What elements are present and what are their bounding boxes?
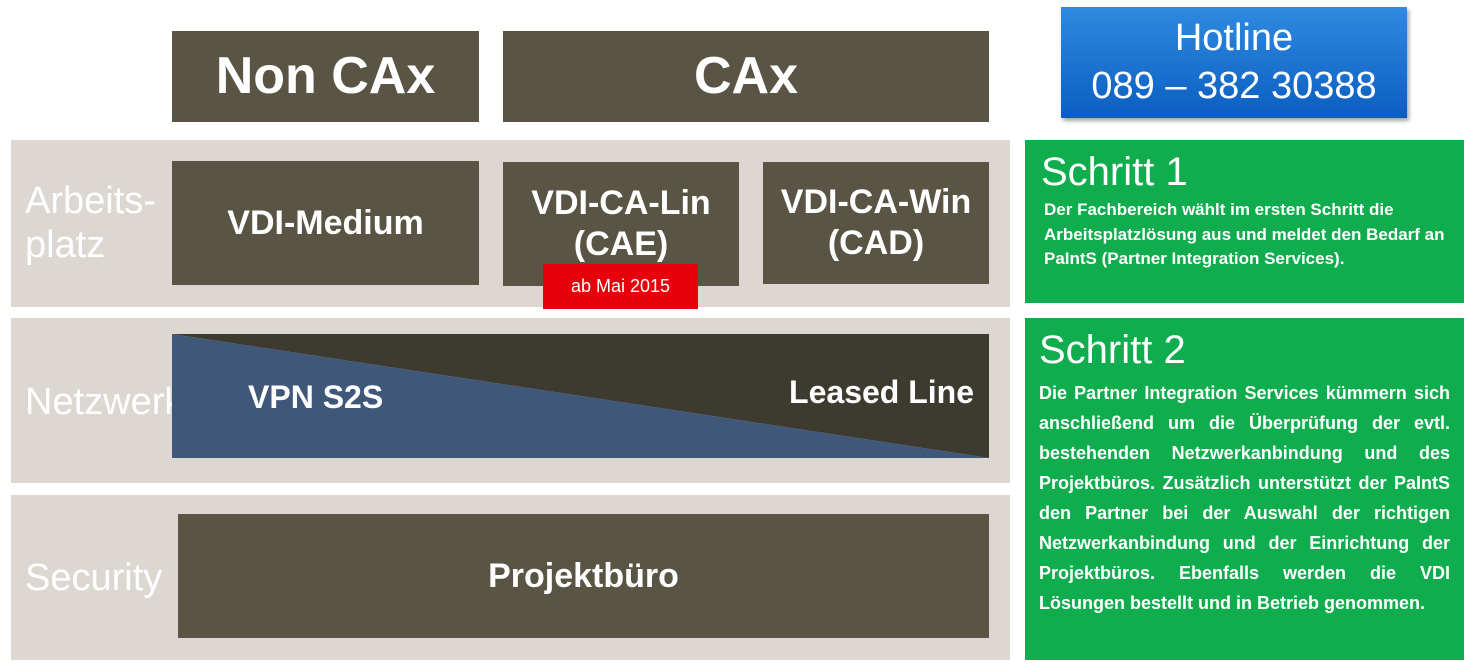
row-label-arbeitsplatz: Arbeits- platz — [25, 180, 156, 267]
row-label-arbeitsplatz-line2: platz — [25, 223, 106, 266]
netzwerk-split-graphic — [172, 334, 989, 458]
vdi-ca-lin-box[interactable]: VDI-CA-Lin (CAE) — [503, 162, 739, 286]
hotline-box[interactable]: Hotline 089 – 382 30388 — [1061, 7, 1407, 118]
vpn-area — [172, 334, 989, 458]
row-label-netzwerk: Netzwerk — [25, 381, 184, 423]
hotline-number: 089 – 382 30388 — [1091, 64, 1377, 107]
vdi-ca-win-line1: VDI-CA-Win — [780, 183, 972, 222]
vdi-ca-win-line2: (CAD) — [827, 224, 925, 262]
step-1-panel: Schritt 1 Der Fachbereich wählt im erste… — [1025, 140, 1464, 303]
step-2-panel: Schritt 2 Die Partner Integration Servic… — [1025, 318, 1464, 660]
hotline-title: Hotline — [1174, 17, 1294, 59]
non-cax-header: Non CAx — [172, 31, 479, 122]
row-label-security: Security — [25, 557, 163, 599]
vdi-ca-lin-line1: VDI-CA-Lin — [531, 184, 711, 223]
step-1-text: Der Fachbereich wählt im ersten Schritt … — [1044, 200, 1445, 269]
vdi-medium-box[interactable]: VDI-Medium — [172, 161, 479, 285]
projektbuero-box[interactable]: Projektbüro — [178, 514, 989, 638]
step-2-title: Schritt 2 — [1039, 328, 1186, 372]
step-2-text: Die Partner Integration Services kümmern… — [1039, 383, 1450, 614]
leased-line-label: Leased Line — [789, 374, 974, 410]
cax-header: CAx — [503, 31, 989, 122]
ab-mai-badge: ab Mai 2015 — [543, 264, 698, 309]
step-1-title: Schritt 1 — [1041, 150, 1188, 194]
vdi-ca-win-box[interactable]: VDI-CA-Win (CAD) — [763, 162, 989, 284]
vdi-ca-lin-line2: (CAE) — [573, 225, 669, 263]
row-label-arbeitsplatz-line1: Arbeits- — [25, 180, 156, 222]
vpn-label: VPN S2S — [248, 379, 384, 415]
netzwerk-box[interactable]: VPN S2S Leased Line — [172, 334, 989, 458]
